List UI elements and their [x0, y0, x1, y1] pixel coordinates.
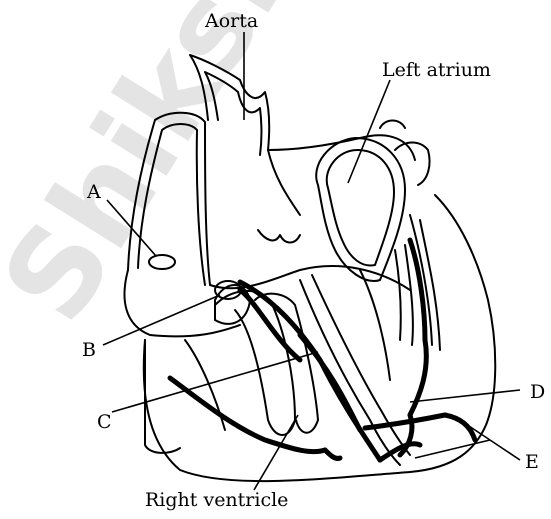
watermark: Shiksha: [0, 0, 376, 345]
label-right-ventricle: Right ventricle: [145, 489, 288, 511]
label-d: D: [530, 381, 545, 403]
vena-cava-opening: [149, 255, 175, 269]
conduction-fibres: [170, 240, 475, 460]
label-left-atrium: Left atrium: [382, 59, 491, 81]
label-b: B: [82, 339, 96, 361]
label-a: A: [86, 181, 101, 203]
label-aorta: Aorta: [204, 10, 258, 32]
label-e: E: [525, 451, 539, 473]
label-c: C: [97, 411, 112, 433]
